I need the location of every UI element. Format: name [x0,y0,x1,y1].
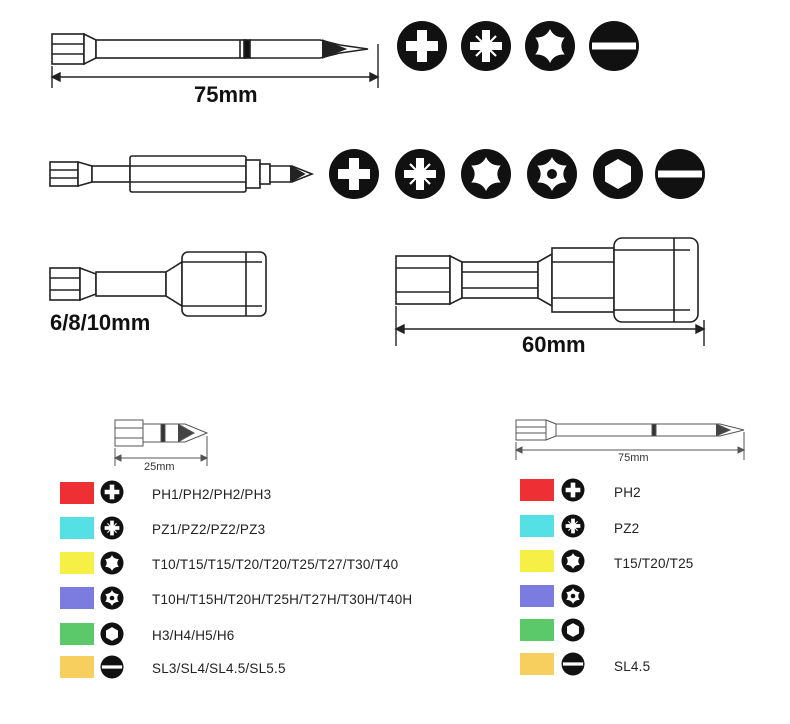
legend-right-label-torx: T15/T20/T25 [614,556,694,571]
dimension-label-75mm-small: 75mm [618,452,649,464]
dimension-label-25mm: 25mm [144,461,175,473]
torx-icon [461,149,511,199]
legend-right-icons [560,478,586,676]
legend-left-label-hex: H3/H4/H5/H6 [152,628,235,643]
dimension-label-sizes: 6/8/10mm [50,310,151,335]
torx-security-icon [561,584,585,608]
nut-setter-short-drawing [49,251,267,317]
legend-left-label-torx-security: T10H/T15H/T20H/T25H/T27H/T30H/T40H [152,592,413,607]
hex-icon [100,622,124,646]
legend-right-swatch-yellow [520,550,554,572]
legend-right-label-phillips: PH2 [614,485,641,500]
pozidriv-icon [393,147,447,201]
phillips-icon [100,480,124,504]
dimension-line-75mm [50,44,380,88]
torx-icon [561,549,585,573]
slotted-icon [589,21,639,71]
slotted-icon [655,149,705,199]
legend-left-swatch-red [60,482,94,504]
dimension-line-25mm [113,436,209,466]
pozidriv-icon [459,19,513,73]
pozidriv-icon [99,515,125,541]
nut-setter-60mm-drawing [395,237,699,323]
legend-left-label-torx: T10/T15/T15/T20/T20/T25/T27/T30/T40 [152,557,399,572]
hex-icon [593,149,643,199]
legend-right-label-pozidriv: PZ2 [614,521,640,536]
slotted-icon [561,652,585,676]
bit-75mm-drawing [51,32,369,66]
legend-right-swatch-cyan [520,515,554,537]
phillips-icon [397,21,447,71]
hex-icon [561,618,585,642]
dimension-label-75mm: 75mm [194,82,258,107]
legend-left-swatch-green [60,623,94,645]
phillips-icon [561,478,585,502]
legend-left-swatch-orange [60,656,94,678]
legend-left-swatch-cyan [60,517,94,539]
pozidriv-icon [560,513,586,539]
slotted-icon [100,655,124,679]
legend-left-label-slotted: SL3/SL4/SL4.5/SL5.5 [152,661,286,676]
legend-left-label-phillips: PH1/PH2/PH2/PH3 [152,487,272,502]
legend-left-swatch-purple [60,587,94,609]
dimension-line-75mm-small [514,432,746,460]
bit-75mm-small-drawing [515,419,745,441]
legend-left-swatch-yellow [60,552,94,574]
bit-holder-drawing [49,155,315,193]
dimension-label-60mm: 60mm [522,332,586,357]
torx-icon [100,551,124,575]
bit-25mm-drawing [114,419,209,447]
legend-left-icons [99,480,125,679]
legend-right-swatch-orange [520,653,554,675]
legend-right-label-slotted: SL4.5 [614,659,651,674]
torx-security-icon [100,586,124,610]
torx-icon [525,21,575,71]
legend-left-label-pozidriv: PZ1/PZ2/PZ2/PZ3 [152,522,266,537]
legend-right-swatch-green [520,619,554,641]
torx-security-icon [527,149,577,199]
dimension-line-60mm [394,306,706,346]
legend-right-swatch-red [520,479,554,501]
phillips-icon [329,149,379,199]
legend-right-swatch-purple [520,585,554,607]
